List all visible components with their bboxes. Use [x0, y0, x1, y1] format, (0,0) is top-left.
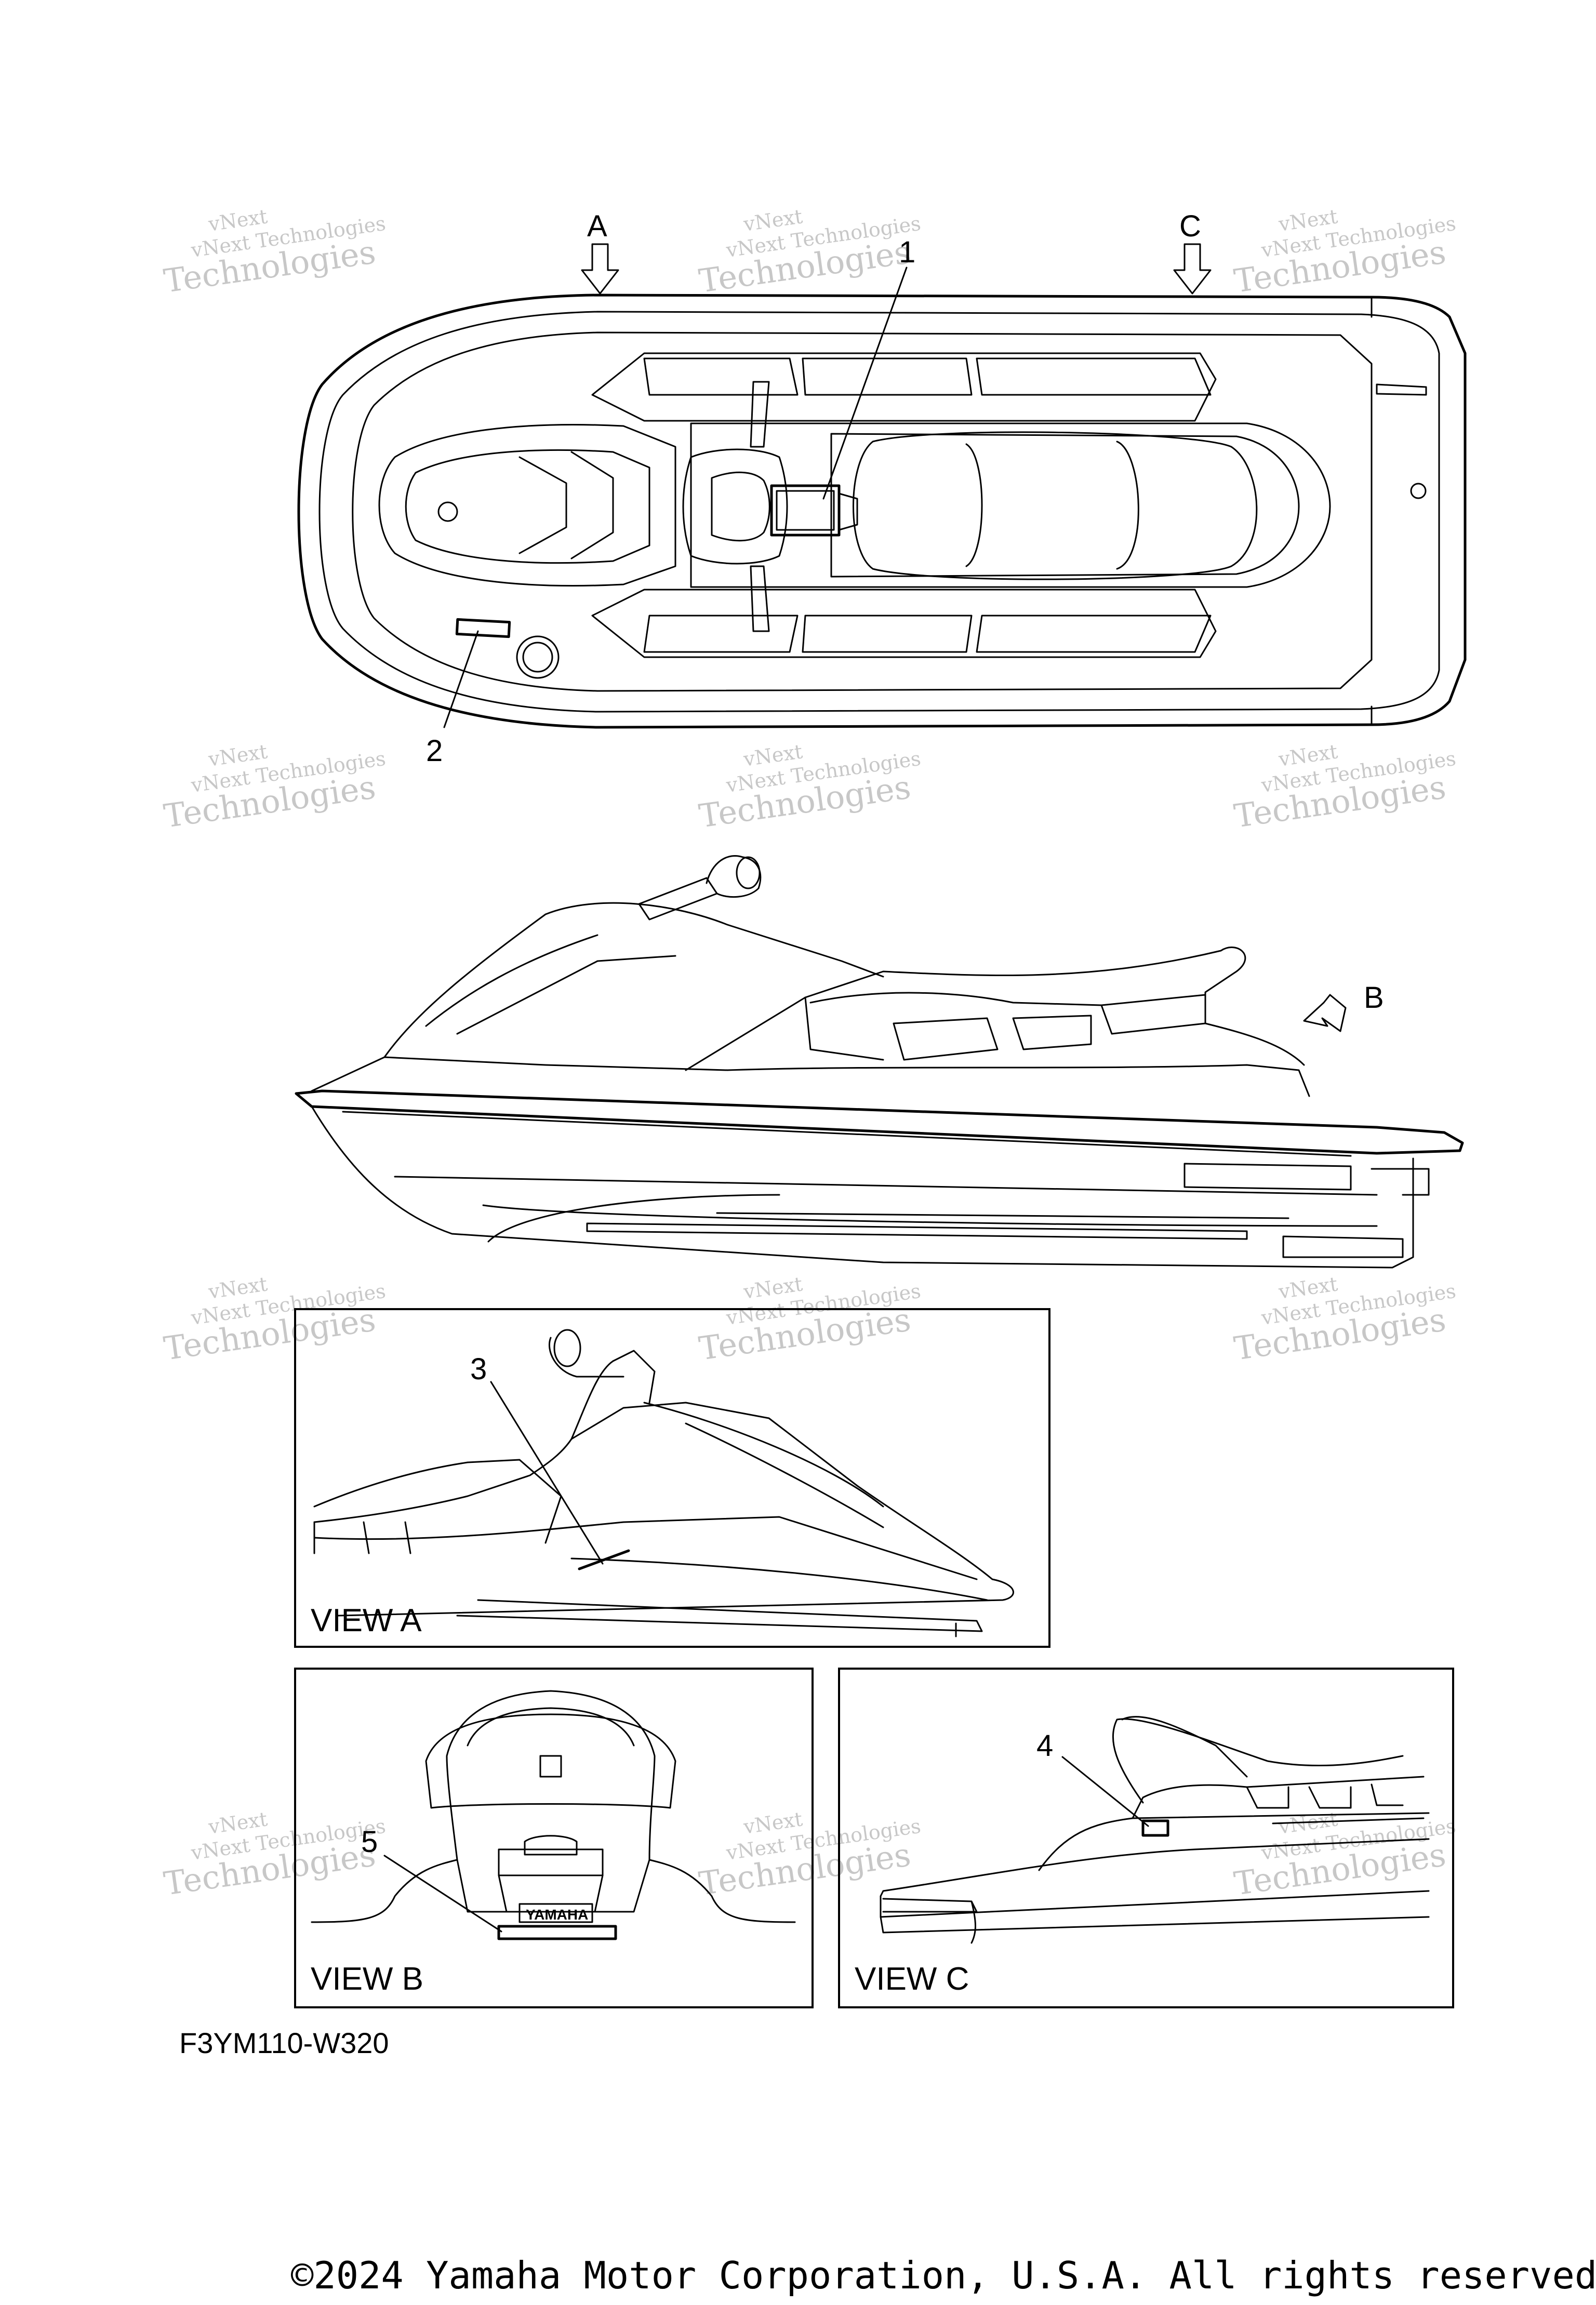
- svg-text:4: 4: [1036, 1729, 1053, 1763]
- callout-4: 4: [1036, 1729, 1149, 1827]
- top-view-watercraft: [297, 294, 1467, 729]
- callout-2: 2: [426, 630, 479, 768]
- arrow-a: A: [581, 209, 619, 295]
- watermark-10: vNext Technologies Technologies vNext: [162, 1807, 387, 1902]
- label-4-plate: [1141, 1819, 1169, 1837]
- side-view-watercraft: [295, 855, 1464, 1269]
- watermark-4: vNext Technologies Technologies vNext: [162, 740, 387, 835]
- watermark-grid: vNext Technologies Technologies vNext vN…: [162, 205, 1457, 1902]
- watermark-9: vNext Technologies Technologies vNext: [1232, 1272, 1457, 1367]
- view-c-label: VIEW C: [855, 1961, 969, 1997]
- watermark-11: vNext Technologies Technologies vNext: [697, 1807, 922, 1902]
- copyright-notice: ©2024 Yamaha Motor Corporation, U.S.A. A…: [291, 2254, 1596, 2297]
- svg-text:B: B: [1364, 981, 1384, 1015]
- arrow-c: C: [1173, 209, 1212, 295]
- figure-code: F3YM110-W320: [179, 2027, 389, 2059]
- callout-3: 3: [470, 1352, 604, 1565]
- callout-5: 5: [361, 1825, 502, 1933]
- callout-1: 1: [822, 235, 915, 500]
- label-5-plate: [497, 1925, 617, 1940]
- watermark-3: vNext Technologies Technologies vNext: [1232, 205, 1457, 300]
- watermark-7: vNext Technologies Technologies vNext: [162, 1272, 387, 1367]
- svg-text:3: 3: [470, 1352, 487, 1386]
- view-a-illustration: [313, 1329, 1014, 1637]
- label-3-strip: [578, 1549, 630, 1570]
- svg-text:A: A: [587, 209, 607, 243]
- view-b-frame: [294, 1668, 814, 2008]
- view-c-illustration: [880, 1716, 1430, 1944]
- svg-text:2: 2: [426, 734, 443, 768]
- view-b-illustration: YAMAHA: [311, 1690, 796, 1940]
- svg-text:5: 5: [361, 1825, 378, 1859]
- brand-plate-text: YAMAHA: [526, 1907, 588, 1923]
- svg-text:C: C: [1179, 209, 1201, 243]
- brand-plate: [518, 1903, 593, 1923]
- watermark-6: vNext Technologies Technologies vNext: [1232, 740, 1457, 835]
- label-2-plate: [455, 618, 511, 638]
- watermark-8: vNext Technologies Technologies vNext: [697, 1272, 922, 1367]
- label-1-plate: [770, 484, 841, 537]
- watermark-5: vNext Technologies Technologies vNext: [697, 740, 922, 835]
- view-b-label: VIEW B: [311, 1961, 423, 1997]
- arrow-b: B: [1303, 981, 1384, 1032]
- view-c-frame: [838, 1668, 1454, 2008]
- watermark-2: vNext Technologies Technologies vNext: [697, 205, 922, 300]
- watermark-1: vNext Technologies Technologies vNext: [162, 205, 387, 300]
- view-a-frame: [294, 1308, 1050, 1648]
- svg-text:1: 1: [899, 235, 915, 269]
- view-a-label: VIEW A: [311, 1603, 422, 1638]
